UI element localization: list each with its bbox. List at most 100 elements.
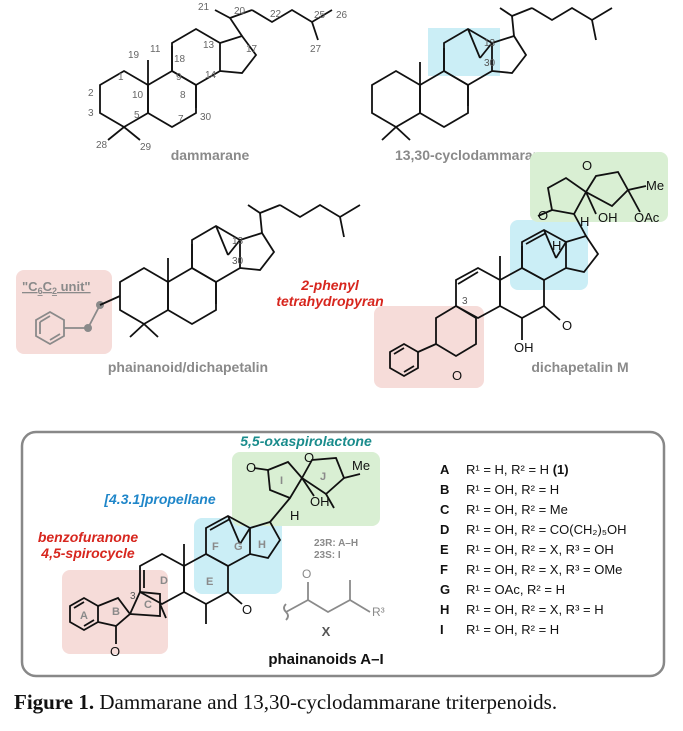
atom-o: O bbox=[242, 602, 252, 617]
atom-h: H bbox=[580, 214, 589, 229]
atom-number-3: 3 bbox=[462, 296, 468, 307]
x-substituent-structure bbox=[283, 580, 371, 621]
atom-o: O bbox=[538, 208, 548, 223]
atom-number-20: 20 bbox=[234, 6, 246, 17]
svg-text:C: C bbox=[144, 599, 152, 611]
svg-text:F: F bbox=[212, 541, 219, 553]
phainanoids-title: phainanoids A–I bbox=[268, 651, 383, 668]
atom-number-22: 22 bbox=[270, 9, 282, 20]
propellane-highlight bbox=[194, 518, 282, 594]
atom-o: O bbox=[246, 460, 256, 475]
atom-number-3: 3 bbox=[130, 591, 136, 602]
atom-o: O bbox=[562, 318, 572, 333]
atom-o: O bbox=[110, 644, 120, 659]
phainanoid-list-item: H R¹ = OH, R² = X, R³ = H bbox=[440, 602, 604, 617]
list-item-letter: G bbox=[440, 582, 450, 597]
atom-number-30: 30 bbox=[200, 112, 212, 123]
atom-number-5: 5 bbox=[134, 110, 140, 121]
list-item-text: R¹ = OH, R² = X, R³ = OH bbox=[466, 542, 614, 557]
list-item-text: R¹ = H, R² = H bbox=[466, 462, 549, 477]
phainanoid-structure bbox=[99, 203, 361, 338]
atom-number-14: 14 bbox=[205, 70, 217, 81]
atom-o: O bbox=[302, 567, 311, 581]
list-item-text: R¹ = OH, R² = H bbox=[466, 482, 559, 497]
cyclodammarane-label: 13,30-cyclodammarane bbox=[395, 147, 549, 163]
oxaspirolactone-label: 5,5-oxaspirolactone bbox=[240, 433, 372, 449]
atom-me: Me bbox=[646, 178, 664, 193]
atom-number-27: 27 bbox=[310, 44, 322, 55]
phainanoid-list-item: G R¹ = OAc, R² = H bbox=[440, 582, 565, 597]
atom-h: H bbox=[552, 238, 561, 253]
list-item-text: R¹ = OH, R² = H bbox=[466, 622, 559, 637]
atom-h: H bbox=[290, 508, 299, 523]
epimer-label-23s: 23S: I bbox=[314, 550, 341, 561]
list-item-text: R¹ = OH, R² = X, R³ = OMe bbox=[466, 562, 622, 577]
cyclopropane-highlight bbox=[428, 28, 500, 76]
dammarane-structure bbox=[99, 8, 333, 141]
cyclodammarane-structure bbox=[371, 6, 613, 141]
atom-oh: OH bbox=[310, 494, 330, 509]
atom-number-17: 17 bbox=[246, 44, 258, 55]
ring-letters: A B C D E F G H I J bbox=[80, 471, 326, 622]
svg-text:B: B bbox=[112, 606, 120, 618]
atom-number-9: 9 bbox=[176, 72, 182, 83]
atom-number-26: 26 bbox=[336, 10, 348, 21]
atom-number-13: 13 bbox=[232, 236, 244, 247]
atom-number-13: 13 bbox=[203, 40, 215, 51]
phainanoid-list-item: E R¹ = OH, R² = X, R³ = OH bbox=[440, 542, 614, 557]
dichapetalin-m-structure bbox=[389, 170, 647, 378]
list-item-letter: H bbox=[440, 602, 449, 617]
atom-number-10: 10 bbox=[132, 90, 144, 101]
atom-oh: OH bbox=[514, 340, 534, 355]
phainanoid-list-item: F R¹ = OH, R² = X, R³ = OMe bbox=[440, 562, 622, 577]
atom-oac: OAc bbox=[634, 210, 660, 225]
epimer-label-23r: 23R: A–H bbox=[314, 538, 358, 549]
phainanoids-box bbox=[20, 430, 666, 678]
atom-o: O bbox=[582, 158, 592, 173]
benzofuranone-label-line1: benzofuranone bbox=[38, 529, 139, 545]
phainanoid-core-structure bbox=[69, 457, 361, 644]
atom-number-7: 7 bbox=[178, 114, 184, 125]
list-item-text: R¹ = OAc, R² = H bbox=[466, 582, 565, 597]
pyran-label-line2: tetrahydropyran bbox=[276, 293, 383, 309]
atom-number-1: 1 bbox=[118, 72, 124, 83]
list-item-text: R¹ = OH, R² = X, R³ = H bbox=[466, 602, 604, 617]
svg-text:A: A bbox=[80, 610, 88, 622]
atom-oh: OH bbox=[598, 210, 618, 225]
atom-o: O bbox=[304, 450, 314, 465]
atom-number-25: 25 bbox=[314, 10, 326, 21]
atom-o: O bbox=[452, 368, 462, 383]
r3-label: R³ bbox=[372, 605, 385, 619]
list-item-letter: I bbox=[440, 622, 444, 637]
list-item-letter: F bbox=[440, 562, 448, 577]
atom-me: Me bbox=[352, 458, 370, 473]
benzofuranone-label-line2: 4,5-spirocycle bbox=[40, 545, 135, 561]
phainanoid-list-item: C R¹ = OH, R² = Me bbox=[440, 502, 568, 517]
propellane-label: [4.3.1]propellane bbox=[103, 491, 215, 507]
c6c2-unit-label: "C6C2 unit" bbox=[22, 279, 91, 296]
dammarane-numbering: 1 2 3 5 7 8 9 10 11 13 14 17 18 19 20 21… bbox=[88, 2, 348, 153]
atom-number-3: 3 bbox=[88, 108, 94, 119]
atom-number-30: 30 bbox=[232, 256, 244, 267]
list-item-letter: B bbox=[440, 482, 449, 497]
pyran-label-line1: 2-phenyl bbox=[300, 277, 360, 293]
list-item-text: R¹ = OH, R² = Me bbox=[466, 502, 568, 517]
atom-number-2: 2 bbox=[88, 88, 94, 99]
benzofuranone-highlight bbox=[62, 570, 168, 654]
c2-atom-dot bbox=[84, 324, 92, 332]
atom-number-28: 28 bbox=[96, 140, 108, 151]
list-item-extra: (1) bbox=[549, 462, 569, 477]
atom-number-18: 18 bbox=[174, 54, 186, 65]
atom-number-21: 21 bbox=[198, 2, 210, 13]
caption-label: Figure 1. bbox=[14, 690, 95, 714]
svg-text:D: D bbox=[160, 575, 168, 587]
x-label: X bbox=[322, 624, 331, 639]
list-item-letter: C bbox=[440, 502, 450, 517]
atom-number-13: 13 bbox=[484, 38, 496, 49]
list-item-letter: E bbox=[440, 542, 449, 557]
list-item-letter: D bbox=[440, 522, 449, 537]
